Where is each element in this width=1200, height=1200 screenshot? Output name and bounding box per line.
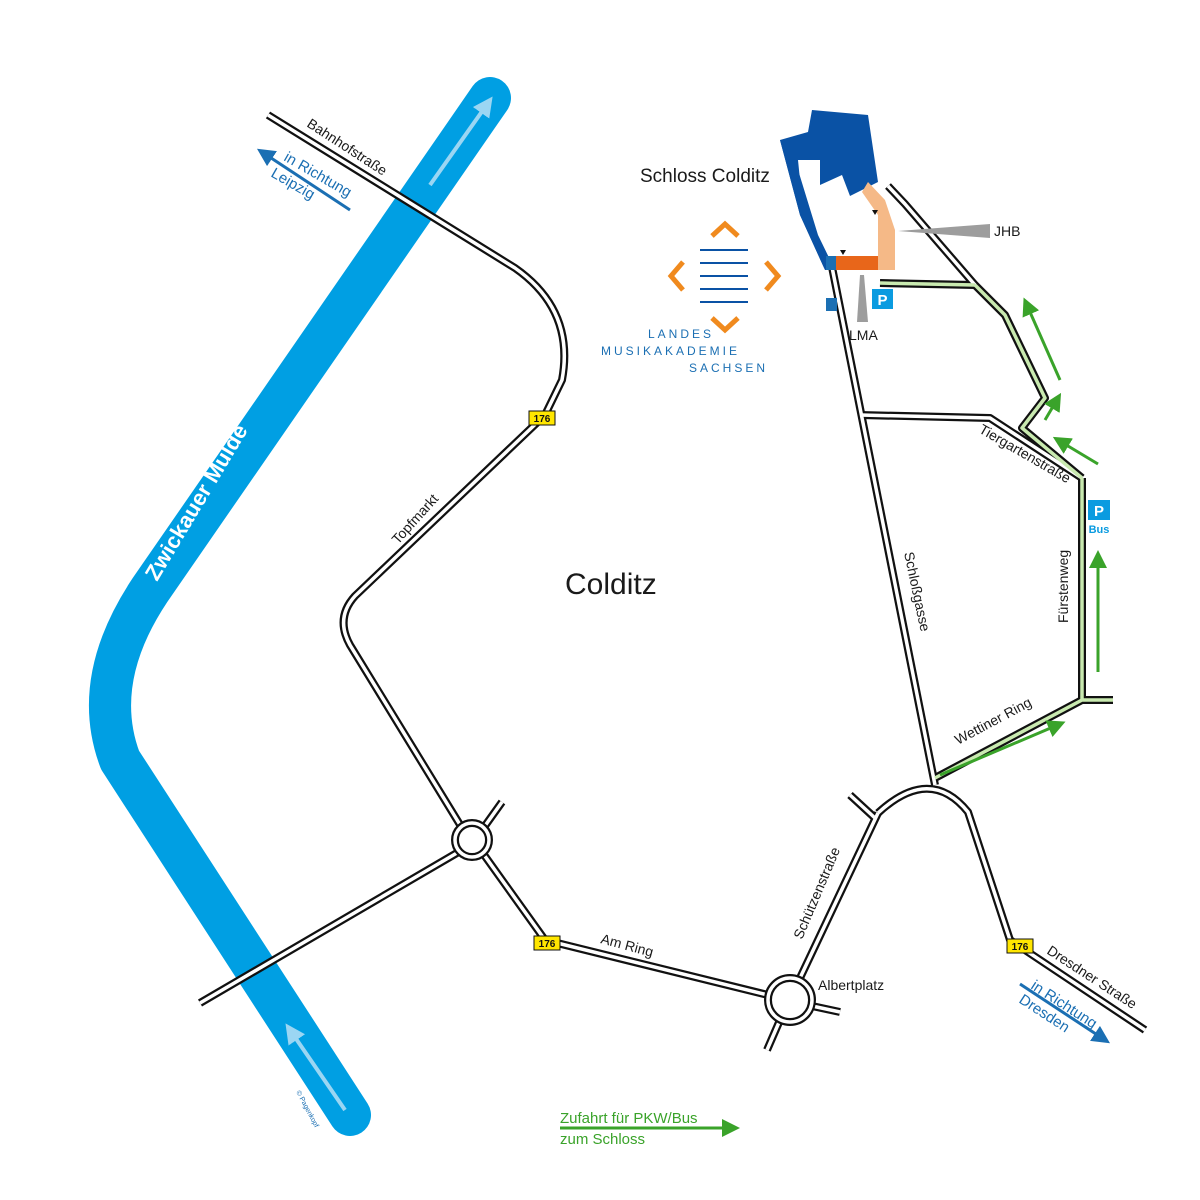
svg-text:Zufahrt für PKW/Bus: Zufahrt für PKW/Bus bbox=[560, 1110, 698, 1127]
route-176-badge: 176 bbox=[1006, 938, 1034, 954]
river: Zwickauer Mulde © Pagenkopf bbox=[89, 77, 511, 1136]
parking-sign: P bbox=[872, 289, 893, 309]
lma-label: LMA bbox=[849, 327, 878, 343]
road-schlossgasse-inner bbox=[829, 261, 937, 786]
street-schuetzenstrasse: Schützenstraße bbox=[790, 844, 843, 941]
direction-dresden: in Richtung Dresden bbox=[1016, 977, 1111, 1044]
landesmusikakademie-logo: LANDES MUSIKAKADEMIE SACHSEN bbox=[601, 220, 782, 375]
road-network bbox=[197, 111, 1148, 1052]
route-176-badge: 176 bbox=[528, 410, 556, 426]
road-parking-inner bbox=[879, 281, 976, 287]
road-stub-inner bbox=[848, 793, 877, 820]
town-label: Colditz bbox=[565, 568, 657, 601]
road-albertplatz-east-inner bbox=[811, 1004, 841, 1014]
road-tiergartenstrasse-inner bbox=[859, 413, 1083, 480]
svg-text:zum Schloss: zum Schloss bbox=[560, 1131, 645, 1148]
svg-text:Bus: Bus bbox=[1089, 524, 1110, 536]
access-route-arrows bbox=[939, 297, 1107, 777]
svg-text:LANDES: LANDES bbox=[648, 327, 714, 341]
road-wettiner-ring-inner bbox=[934, 698, 1113, 780]
road-albertplatz-south-inner bbox=[765, 1019, 782, 1051]
road-schuetzenstrasse-inner bbox=[798, 812, 880, 979]
castle-schloss-colditz bbox=[780, 110, 990, 322]
svg-text:176: 176 bbox=[539, 939, 556, 950]
road-am-ring-inner bbox=[480, 850, 769, 997]
road-bahnhofstrasse-topfmarkt-inner bbox=[267, 113, 567, 829]
street-albertplatz: Albertplatz bbox=[818, 977, 884, 993]
roundabout-inner bbox=[453, 821, 491, 859]
svg-text:P: P bbox=[1094, 503, 1104, 520]
svg-text:176: 176 bbox=[534, 414, 551, 425]
road-west-inner bbox=[199, 848, 463, 1005]
road-dresdner-inner bbox=[876, 787, 1146, 1032]
road-am-ring bbox=[478, 849, 769, 999]
jhb-label: JHB bbox=[994, 223, 1020, 239]
svg-text:SACHSEN: SACHSEN bbox=[689, 361, 768, 375]
svg-text:176: 176 bbox=[1012, 942, 1029, 953]
road-castle-north-inner bbox=[886, 184, 977, 287]
route-176-badge: 176 bbox=[533, 935, 561, 951]
roundabout-inner bbox=[766, 976, 814, 1024]
castle-label: Schloss Colditz bbox=[640, 166, 770, 187]
bus-parking-sign: P Bus bbox=[1088, 500, 1110, 536]
svg-text:MUSIKAKADEMIE: MUSIKAKADEMIE bbox=[601, 344, 740, 358]
svg-text:P: P bbox=[877, 292, 887, 309]
legend: Zufahrt für PKW/Bus zum Schloss bbox=[560, 1110, 740, 1148]
street-fuerstenweg: Fürstenweg bbox=[1055, 550, 1071, 623]
